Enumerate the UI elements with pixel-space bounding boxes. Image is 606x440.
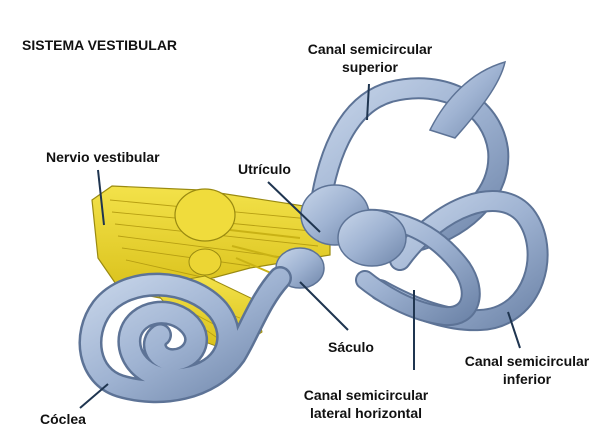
label-canal-lateral: Canal semicircular lateral horizontal [286, 386, 446, 422]
label-canal-superior: Canal semicircular superior [288, 40, 452, 76]
cochlea [90, 278, 280, 391]
label-canal-inferior-line2: inferior [452, 370, 602, 388]
label-canal-superior-line2: superior [288, 58, 452, 76]
label-nervio-vestibular: Nervio vestibular [46, 148, 160, 166]
label-canal-lateral-line2: lateral horizontal [286, 404, 446, 422]
label-coclea: Cóclea [40, 410, 86, 428]
label-canal-inferior-line1: Canal semicircular [452, 352, 602, 370]
label-saculo: Sáculo [328, 338, 374, 356]
leader-coclea [80, 384, 108, 408]
label-utriculo: Utrículo [238, 160, 291, 178]
label-canal-superior-line1: Canal semicircular [288, 40, 452, 58]
label-canal-lateral-line1: Canal semicircular [286, 386, 446, 404]
label-canal-inferior: Canal semicircular inferior [452, 352, 602, 388]
leader-saculo [300, 282, 348, 330]
diagram-title: SISTEMA VESTIBULAR [22, 36, 177, 54]
